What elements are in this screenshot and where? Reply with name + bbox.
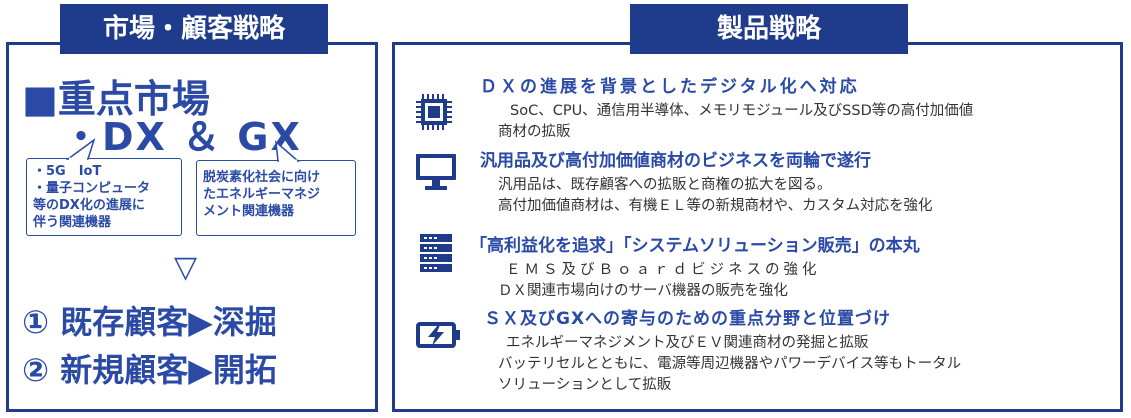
bubble-line: 脱炭素化社会に向け [203,170,321,185]
bubble-line: 等のDX化の進展に [33,198,145,213]
item-line: バッテリセルとともに、電源等周辺機器やパワーデバイス等もトータル [498,356,962,372]
item-line: 商材の拡販 [498,124,571,140]
bubble-line: メント関連機器 [203,204,295,219]
gx-speech-bubble: 脱炭素化社会に向け たエネルギーマネジ メント関連機器 [196,160,356,236]
server-rack-icon [420,234,452,272]
market-strategy-tab: 市場・顧客戦略 [60,4,328,54]
dx-bubble-tail [65,138,96,161]
bubble-line: たエネルギーマネジ [203,187,321,202]
item-line: 高付加価値商材は、有機ＥＬ等の新規商材や、カスタム対応を強化 [498,198,933,214]
strategy-new-customers: ② 新規顧客▶開拓 [22,351,277,389]
item-line: ＤＸ関連市場向けのサーバ機器の販売を強化 [498,283,788,299]
item-line: エネルギーマネジメント及びＥＶ関連商材の発掘と拡販 [506,335,869,351]
item-line: SoC、CPU、通信用半導体、メモリモジュール及びSSD等の高付加価値 [510,103,974,119]
item-headline: 「高利益化を追求」「システムソリューション販売」の本丸 [470,236,920,256]
item-line: 汎用品は、既存顧客への拡販と商権の拡大を図る。 [498,177,832,193]
product-strategy-title: 製品戦略 [716,14,821,44]
dx-speech-bubble: ・5G IoT ・量子コンピュータ 等のDX化の進展に 伴う関連機器 [26,158,182,236]
bubble-line: ・5G IoT [33,164,102,179]
item-line: ソリューションとして拡販 [498,377,672,393]
cpu-chip-icon [416,94,452,130]
item-headline: ＳＸ及びGXへの寄与のための重点分野と位置づけ [484,309,892,329]
bubble-line: ・量子コンピュータ [33,181,151,196]
strategy-existing-customers: ① 既存顧客▶深掘 [22,303,277,341]
product-strategy-tab: 製品戦略 [630,4,908,54]
battery-charging-icon [416,322,460,348]
item-headline: 汎用品及び高付加価値商材のビジネスを両輪で遂行 [480,151,871,171]
gx-bubble-tail [275,140,301,163]
down-arrow: ▽ [174,250,198,285]
market-strategy-title: 市場・顧客戦略 [102,14,285,44]
bubble-line: 伴う関連機器 [33,215,112,230]
dx-gx-heading: ・DX ＆ GX [62,115,302,159]
item-headline: ＤＸの進展を背景としたデジタル化へ対応 [480,77,860,97]
monitor-icon [416,154,456,190]
item-line: ＥＭＳ及びＢｏａｒｄビジネスの強化 [506,262,821,278]
focus-market-heading: ■重点市場 [22,77,210,121]
